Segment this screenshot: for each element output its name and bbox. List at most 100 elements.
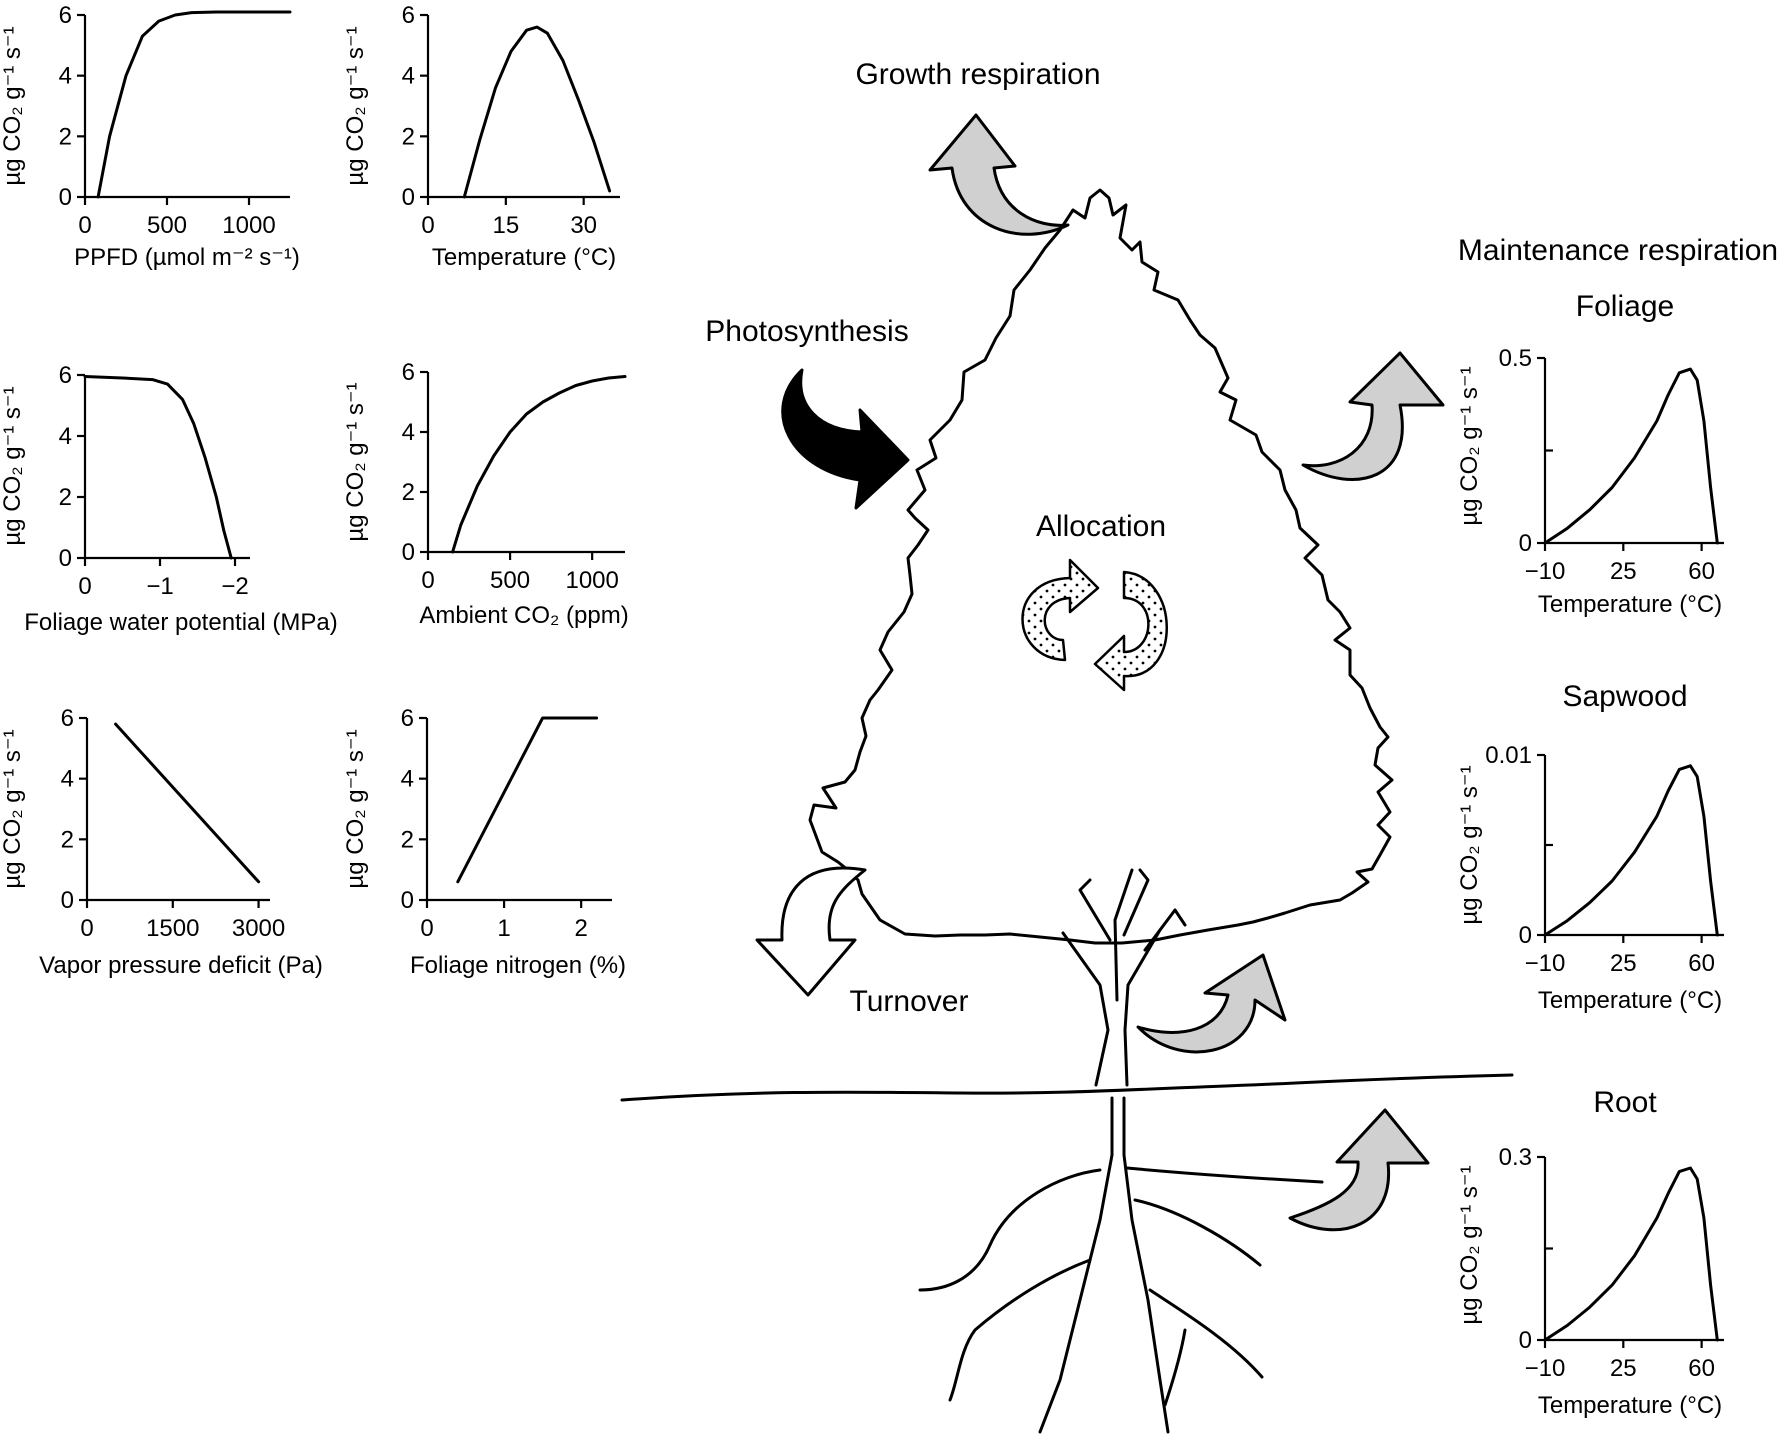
series-line [1543,1166,1719,1342]
x-tick-label: 0 [78,573,91,600]
x-tick-label: 1 [497,915,510,942]
y-tick-label: 0 [402,184,415,211]
tree-branch-2 [1078,878,1112,942]
y-axis-label: µg CO₂ g⁻¹ s⁻¹ [0,26,26,185]
x-tick-label: 60 [1688,558,1715,585]
growth-respiration-label: Growth respiration [855,58,1100,91]
y-tick-label: 4 [401,766,414,793]
x-tick-label: 25 [1610,1355,1637,1382]
root-branch-2 [948,1258,1092,1402]
x-tick-label: 1500 [146,915,199,942]
x-tick-label: 0 [421,567,434,594]
series-line [96,10,292,199]
series-line [456,716,599,884]
y-tick-label: 0 [402,539,415,566]
x-axis-label: Temperature (°C) [1538,1392,1722,1419]
y-tick-label: 6 [59,362,72,389]
x-tick-label: 1000 [222,212,275,239]
y-tick-label: 2 [59,123,72,150]
y-tick-label: 6 [402,2,415,29]
chart-axes [83,15,290,199]
x-tick-label: 2 [574,915,587,942]
x-tick-label: 0 [420,915,433,942]
x-axis-label: Temperature (°C) [1538,591,1722,618]
allocation-label: Allocation [1036,510,1166,543]
maintenance-respiration-label: Maintenance respiration [1458,234,1778,267]
tree-crown [808,188,1394,945]
x-tick-label: 1000 [565,567,618,594]
root-branch-1 [918,1168,1102,1292]
x-axis-label: Vapor pressure deficit (Pa) [39,952,323,979]
y-tick-label: 0 [1519,922,1532,949]
x-tick-label: 30 [570,212,597,239]
y-tick-label: 0 [1519,1327,1532,1354]
x-axis-label: PPFD (µmol m⁻² s⁻¹) [74,244,300,271]
sapwood-label: Sapwood [1562,680,1687,713]
y-tick-label: 6 [59,2,72,29]
chart-axes [426,372,625,554]
turnover-arrow [755,866,867,997]
x-tick-label: 15 [492,212,519,239]
x-axis-label: Ambient CO₂ (ppm) [419,602,628,629]
x-axis-label: Foliage nitrogen (%) [410,952,626,979]
series-line [451,375,627,554]
x-tick-label: −10 [1525,950,1566,977]
x-tick-label: 500 [147,212,187,239]
x-tick-label: 25 [1610,558,1637,585]
y-tick-label: 2 [401,826,414,853]
x-tick-label: −10 [1525,558,1566,585]
x-tick-label: 25 [1610,950,1637,977]
series-line [83,375,233,560]
y-axis-label: µg CO₂ g⁻¹ s⁻¹ [342,382,369,541]
y-tick-label: 4 [402,419,415,446]
x-axis-label: Temperature (°C) [432,244,616,271]
series-line [1543,367,1719,545]
y-tick-label: 6 [401,705,414,732]
sapwood-respiration-arrow [1136,953,1287,1054]
y-axis-label: µg CO₂ g⁻¹ s⁻¹ [1456,366,1483,525]
tree-branch-3 [1143,908,1187,952]
x-tick-label: 60 [1688,950,1715,977]
y-tick-label: 0 [59,545,72,572]
root-respiration-arrow [1288,1108,1430,1232]
foliage-respiration-arrow [1301,351,1445,481]
root-label: Root [1593,1086,1657,1119]
photosynthesis-arrow [781,368,910,510]
y-tick-label: 6 [402,359,415,386]
x-tick-label: 0 [421,212,434,239]
tree-branch-1 [1113,868,1134,1002]
y-tick-label: 2 [59,484,72,511]
foliage-label: Foliage [1576,290,1674,323]
photosynthesis-label: Photosynthesis [705,315,908,348]
x-tick-label: 0 [80,915,93,942]
y-axis-label: µg CO₂ g⁻¹ s⁻¹ [1456,765,1483,924]
root-branch-3 [1125,1166,1324,1184]
tree-branch-4 [1122,868,1150,937]
x-tick-label: 3000 [232,915,285,942]
x-tick-label: −1 [146,573,173,600]
chart-axes [425,718,612,902]
y-tick-label: 0 [401,887,414,914]
x-tick-label: −10 [1525,1355,1566,1382]
root-branch-6 [1163,1328,1187,1407]
root-branch-5 [1148,1288,1264,1379]
y-axis-label: µg CO₂ g⁻¹ s⁻¹ [342,729,369,888]
y-tick-label: 4 [59,423,72,450]
y-tick-label: 0.01 [1485,742,1532,769]
y-tick-label: 0.5 [1499,345,1532,372]
series-line [462,25,612,199]
x-tick-label: 0 [78,212,91,239]
y-tick-label: 2 [402,123,415,150]
x-tick-label: 500 [490,567,530,594]
y-tick-label: 4 [61,766,74,793]
ground-line [620,1073,1514,1102]
tree-trunk-right [1123,928,1162,1087]
